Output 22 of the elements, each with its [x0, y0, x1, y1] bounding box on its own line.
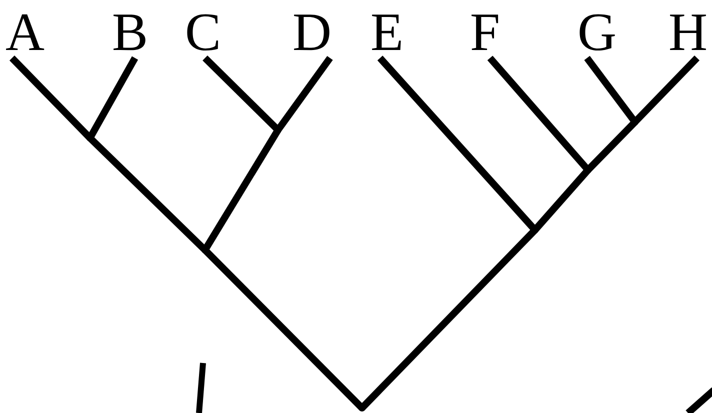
- leaf-label: D: [294, 14, 330, 50]
- tree-branch: [10, 56, 92, 140]
- tree-branch: [202, 56, 280, 132]
- tree-branch: [86, 56, 138, 140]
- leaf-label: A: [6, 14, 44, 50]
- tree-branch: [202, 128, 281, 252]
- tree-branch: [377, 56, 538, 232]
- leaf-label: H: [670, 14, 706, 50]
- tree-branch: [360, 228, 538, 410]
- tree-branch: [202, 248, 364, 410]
- tree-branch: [586, 120, 638, 172]
- tree-branch: [275, 56, 333, 132]
- tree-branch: [487, 56, 591, 172]
- leaf-label: F: [472, 14, 498, 50]
- tree-branch: [532, 168, 591, 232]
- leaf-label: C: [187, 14, 218, 51]
- tree-branch: [88, 135, 208, 252]
- tree-branch: [584, 56, 638, 124]
- leaf-label: B: [114, 14, 146, 50]
- leaf-label: E: [372, 14, 401, 50]
- tree-branch: [632, 56, 700, 124]
- leaf-label: G: [580, 14, 615, 51]
